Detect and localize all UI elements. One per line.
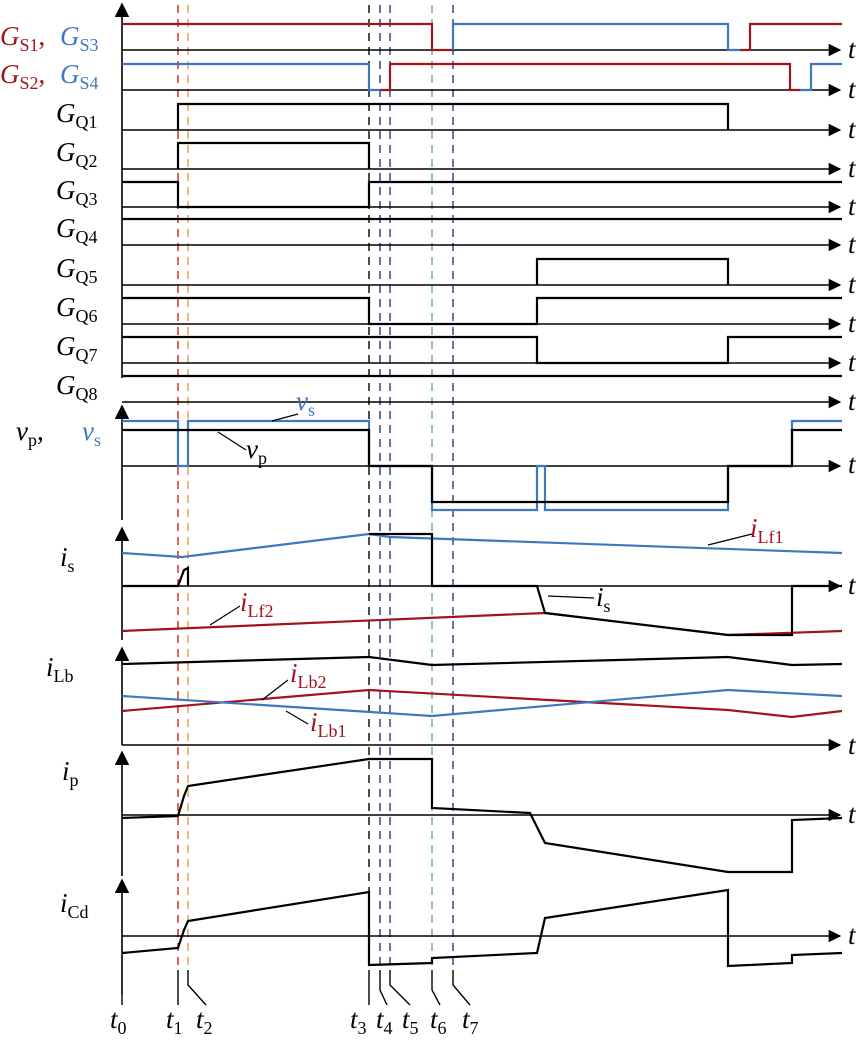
t-label-gq7: t xyxy=(848,347,857,377)
label-t5: t5 xyxy=(402,1004,419,1038)
label-ilf2: iLf2 xyxy=(240,587,274,621)
voltage-panel: vp, vs vs vp xyxy=(16,386,842,520)
waveform-gs1-gs3-blue xyxy=(451,22,740,52)
label-gq5: GQ5 xyxy=(56,253,98,287)
label-gs2: GS2, xyxy=(0,59,45,93)
waveform-gs2-gs4-blue xyxy=(122,62,380,92)
label-gq6: GQ6 xyxy=(56,292,98,326)
label-gq7: GQ7 xyxy=(56,331,98,365)
label-ilb1: iLb1 xyxy=(310,707,347,741)
label-vs-axis: vs xyxy=(82,416,101,450)
t-label-gq4: t xyxy=(848,229,857,259)
t-label-gq1: t xyxy=(848,114,857,144)
leader-t7 xyxy=(452,970,471,1006)
waveform-gq7 xyxy=(122,335,842,365)
waveform-ilf1 xyxy=(121,532,843,559)
label-gs1: GS1, xyxy=(0,21,45,55)
t-label-gq3: t xyxy=(848,191,857,221)
waveform-gs2-gs4-blue-b xyxy=(800,62,842,92)
leader-t2 xyxy=(187,970,207,1006)
leader-ilb2 xyxy=(261,679,289,701)
boost-current-panel: iLb iLb2 iLb1 xyxy=(46,646,843,752)
t-label-gs13: t xyxy=(848,34,857,64)
label-t0: t0 xyxy=(110,1004,127,1038)
label-t3: t3 xyxy=(350,1004,367,1038)
capacitor-current-panel: iCd xyxy=(60,878,843,995)
label-icd-axis: iCd xyxy=(60,888,89,922)
leader-ilf1 xyxy=(707,533,753,546)
waveform-ip xyxy=(121,757,843,874)
label-ip-axis: ip xyxy=(62,756,79,790)
t-label-voltage: t xyxy=(848,449,857,479)
leader-vp xyxy=(217,431,247,451)
waveform-gs2-gs4-red xyxy=(380,62,800,92)
label-ilb2: iLb2 xyxy=(290,658,327,692)
leader-t6 xyxy=(431,970,441,1006)
waveform-ilb xyxy=(121,655,843,667)
waveform-icd xyxy=(121,888,843,968)
waveform-gq6 xyxy=(122,296,842,326)
waveform-gq3 xyxy=(122,180,842,209)
t-label-ilb: t xyxy=(848,730,857,760)
time-marker-lines xyxy=(177,5,454,970)
label-ilf1: iLf1 xyxy=(750,513,784,547)
waveform-ilb2 xyxy=(121,688,843,719)
label-t4: t4 xyxy=(376,1004,393,1038)
t-label-gq6: t xyxy=(848,308,857,338)
label-gs3: GS3 xyxy=(60,21,99,55)
leader-ilf2 xyxy=(209,605,241,626)
leader-t4 xyxy=(379,970,388,1006)
label-t2: t2 xyxy=(196,1004,213,1038)
waveform-is-b xyxy=(369,532,842,637)
label-t6: t6 xyxy=(430,1004,447,1038)
label-gq2: GQ2 xyxy=(56,137,98,171)
waveform-vp xyxy=(122,428,842,504)
label-ilb-axis: iLb xyxy=(46,652,74,686)
label-gq4: GQ4 xyxy=(56,213,98,247)
waveform-ilb1 xyxy=(121,688,843,718)
label-is-curve: is xyxy=(596,582,611,616)
label-t1: t1 xyxy=(166,1004,183,1038)
t-label-gq5: t xyxy=(848,269,857,299)
label-gq8: GQ8 xyxy=(56,370,98,404)
t-label-gs24: t xyxy=(848,74,857,104)
leader-is xyxy=(547,595,595,599)
waveform-gs1-gs3-red xyxy=(122,22,453,52)
label-vs-curve: vs xyxy=(296,386,315,420)
label-t7: t7 xyxy=(462,1004,479,1038)
label-is-axis: is xyxy=(60,542,75,576)
label-vp-curve: vp xyxy=(246,434,267,468)
label-gq3: GQ3 xyxy=(56,175,98,209)
gate-baselines xyxy=(122,43,842,409)
waveform-gq1 xyxy=(176,102,730,130)
t-label-gq2: t xyxy=(848,153,857,183)
waveform-ilf2 xyxy=(121,611,843,637)
primary-current-panel: ip xyxy=(62,750,843,876)
t-label-is: t xyxy=(848,570,857,600)
axis-t-labels: t t t t t t t t t t t t t t t xyxy=(848,34,857,950)
leader-vs xyxy=(271,413,299,422)
waveform-is xyxy=(122,566,190,588)
t-label-gq8: t xyxy=(848,386,857,416)
t-label-ip: t xyxy=(848,799,857,829)
waveform-gq5 xyxy=(535,257,730,285)
gate-labels: GS1, GS3 GS2, GS4 GQ1 GQ2 GQ3 GQ4 GQ5 GQ… xyxy=(0,21,99,404)
secondary-current-panel: is iLf1 iLf2 is xyxy=(60,513,843,640)
waveform-gq2 xyxy=(176,141,371,169)
label-gs4: GS4 xyxy=(60,59,99,93)
label-vp-axis: vp, xyxy=(16,416,44,450)
leader-t5 xyxy=(389,970,411,1006)
gate-waveforms xyxy=(122,22,842,378)
label-gq1: GQ1 xyxy=(56,98,98,132)
t-label-icd: t xyxy=(848,920,857,950)
leader-ilb1 xyxy=(285,710,309,725)
time-marker-labels: t0 t1 t2 t3 t4 t5 t6 t7 xyxy=(110,970,479,1038)
waveform-gs1-gs3-red-b xyxy=(740,22,842,52)
